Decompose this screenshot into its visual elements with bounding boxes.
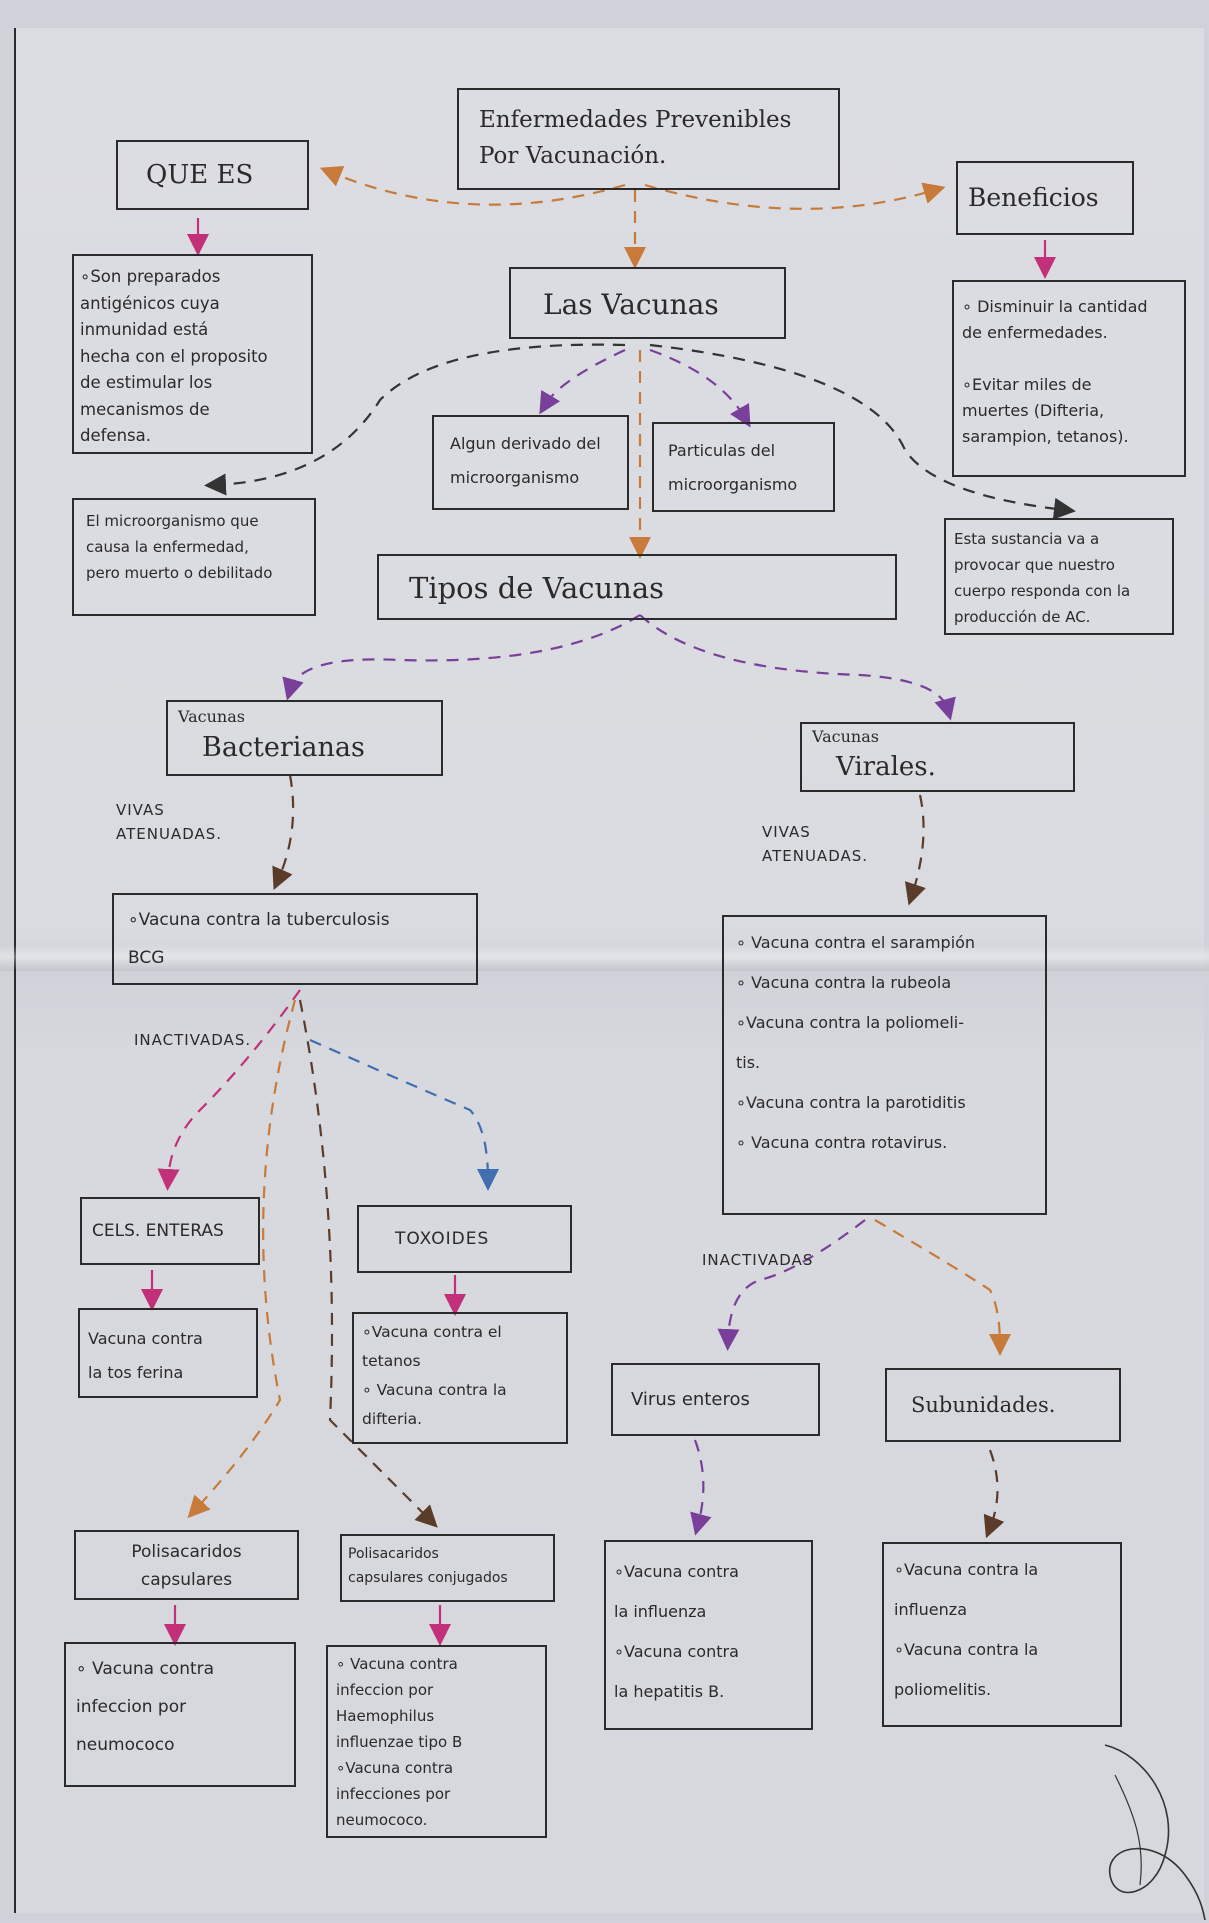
link-bcg-poli (187, 999, 297, 1519)
tos-ferina-box: Vacuna contra la tos ferina (78, 1308, 258, 1398)
algun-box: Algun derivado del microorganismo (432, 415, 629, 510)
microorganismo-box: El microorganismo que causa la enfermeda… (72, 498, 316, 616)
subunidades-text: Subunidades. (911, 1393, 1056, 1417)
bacterianas-box: Vacunas Bacterianas (166, 700, 443, 776)
link-vir-virus (717, 1219, 866, 1351)
vivas-atenuadas-label-2: VIVAS ATENUADAS. (762, 823, 869, 865)
cels-enteras-box: CELS. ENTERAS (80, 1197, 260, 1265)
link-tipos-vir (639, 614, 956, 721)
virales-list-text: ∘ Vacuna contra el sarampión ∘ Vacuna co… (736, 933, 976, 1152)
virales-box: Vacunas Virales. (800, 722, 1075, 792)
beneficios-title: Beneficios (968, 183, 1099, 212)
virus-enteros-text: Virus enteros (631, 1389, 750, 1410)
toxoides-text: TOXOIDES (395, 1229, 490, 1249)
link-vir-list (904, 794, 926, 906)
influenza-hep-box: ∘Vacuna contra la influenza ∘Vacuna cont… (604, 1540, 813, 1730)
link-virus-inf (690, 1439, 712, 1536)
virales-line1: Vacunas (812, 727, 879, 746)
tipos-box: Tipos de Vacunas (377, 554, 897, 620)
sustancia-text: Esta sustancia va a provocar que nuestro… (954, 530, 1131, 626)
signature-mark (1104, 1744, 1206, 1921)
tipos-title: Tipos de Vacunas (409, 571, 665, 605)
tetanos-box: ∘Vacuna contra el tetanos ∘ Vacuna contr… (352, 1312, 568, 1444)
inactivadas-label-2: INACTIVADAS (702, 1251, 814, 1269)
algun-text: Algun derivado del microorganismo (450, 434, 601, 487)
particulas-box: Particulas del microorganismo (652, 422, 835, 512)
haemophilus-text: ∘ Vacuna contra infeccion por Haemophilu… (336, 1655, 463, 1829)
link-sub-inf (983, 1449, 1005, 1539)
microorganismo-text: El microorganismo que causa la enfermeda… (86, 512, 273, 582)
polisacaridos-conj-box: Polisacaridos capsulares conjugados (340, 1534, 555, 1602)
link-vac-part (649, 348, 751, 428)
bacterianas-line2: Bacterianas (202, 732, 365, 763)
link-vir-sub (874, 1219, 1011, 1356)
main-title-box: Enfermedades Prevenibles Por Vacunación. (457, 88, 840, 190)
polisacaridos-box: Polisacaridos capsulares (74, 1530, 299, 1600)
link-bcg-tox (309, 1038, 499, 1191)
beneficios-text: ∘ Disminuir la cantidad de enfermedades.… (962, 297, 1148, 446)
bcg-box: ∘Vacuna contra la tuberculosis BCG (112, 893, 478, 985)
link-vac-micro (204, 343, 626, 496)
polisacaridos-text: Polisacaridos capsulares (131, 1542, 242, 1590)
influenza-polio-text: ∘Vacuna contra la influenza ∘Vacuna cont… (894, 1560, 1039, 1699)
polisacaridos-conj-text: Polisacaridos capsulares conjugados (348, 1546, 508, 1586)
virales-list-box: ∘ Vacuna contra el sarampión ∘ Vacuna co… (722, 915, 1047, 1215)
virus-enteros-box: Virus enteros (611, 1363, 820, 1436)
que-es-text: ∘Son preparados antigénicos cuya inmunid… (80, 267, 268, 445)
link-title-queEs (319, 166, 626, 206)
vacunas-title: Las Vacunas (543, 288, 719, 321)
cels-enteras-text: CELS. ENTERAS (92, 1221, 224, 1241)
bacterianas-line1: Vacunas (178, 707, 245, 726)
link-vac-algun (539, 349, 626, 415)
haemophilus-box: ∘ Vacuna contra infeccion por Haemophilu… (326, 1645, 547, 1838)
virales-line2: Virales. (836, 752, 936, 782)
beneficios-text-box: ∘ Disminuir la cantidad de enfermedades.… (952, 280, 1186, 477)
sustancia-box: Esta sustancia va a provocar que nuestro… (944, 518, 1174, 635)
beneficios-box: Beneficios (956, 161, 1134, 235)
influenza-hep-text: ∘Vacuna contra la influenza ∘Vacuna cont… (614, 1562, 739, 1701)
main-title: Enfermedades Prevenibles Por Vacunación. (479, 107, 792, 169)
link-bcg-cels (157, 989, 301, 1191)
toxoides-box: TOXOIDES (357, 1205, 572, 1273)
influenza-polio-box: ∘Vacuna contra la influenza ∘Vacuna cont… (882, 1542, 1122, 1727)
link-tipos-bact (282, 614, 641, 701)
que-es-box: QUE ES (116, 140, 309, 210)
link-title-beneficios (644, 182, 946, 210)
bcg-text: ∘Vacuna contra la tuberculosis BCG (128, 910, 390, 968)
link-vac-sust (649, 343, 1076, 520)
vacunas-box: Las Vacunas (509, 267, 786, 339)
que-es-title: QUE ES (146, 160, 254, 190)
tetanos-text: ∘Vacuna contra el tetanos ∘ Vacuna contr… (362, 1323, 507, 1428)
paper-fold (0, 945, 1209, 971)
vivas-atenuadas-label-1: VIVAS ATENUADAS. (116, 801, 223, 843)
inactivadas-label-1: INACTIVADAS. (134, 1031, 252, 1049)
particulas-text: Particulas del microorganismo (668, 441, 798, 494)
neumococo-box: ∘ Vacuna contra infeccion por neumococo (64, 1642, 296, 1787)
link-bact-bcg (272, 774, 295, 891)
subunidades-box: Subunidades. (885, 1368, 1121, 1442)
neumococo-text: ∘ Vacuna contra infeccion por neumococo (76, 1659, 215, 1755)
tos-ferina-text: Vacuna contra la tos ferina (88, 1329, 203, 1382)
que-es-text-box: ∘Son preparados antigénicos cuya inmunid… (72, 254, 313, 454)
